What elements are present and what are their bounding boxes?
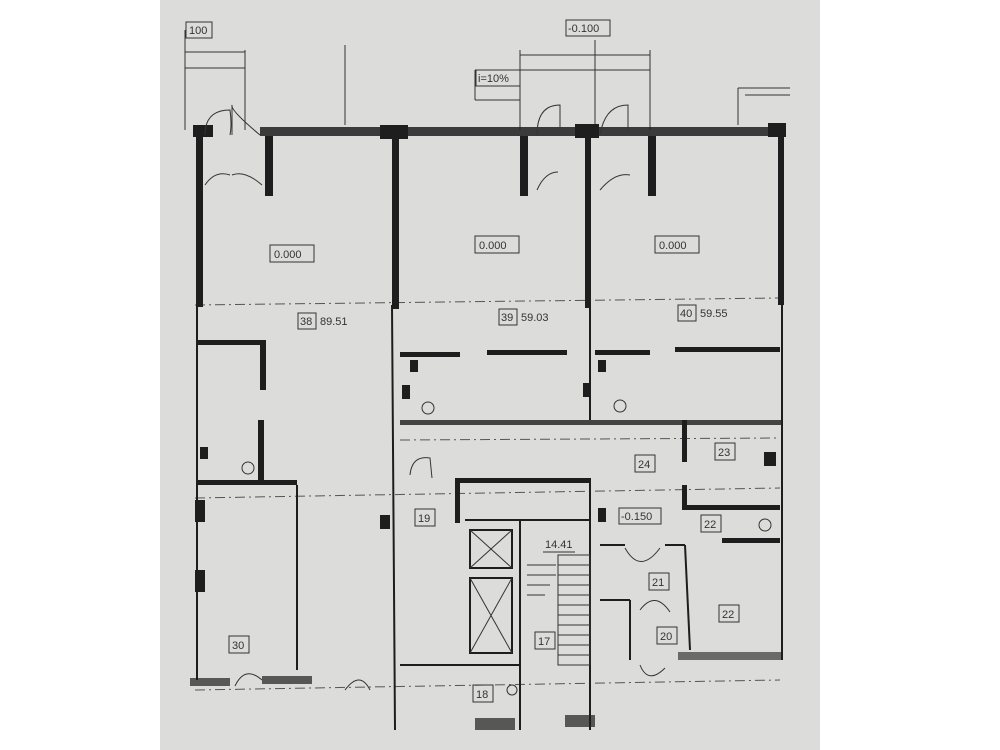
room-30: 30 <box>232 640 244 652</box>
unit-38-number: 38 <box>300 316 312 328</box>
room-24: 24 <box>638 459 650 471</box>
room-20: 20 <box>660 631 672 643</box>
slope-mark: i=10% <box>478 73 509 85</box>
room-numbers: 24 23 19 22 21 22 20 17 18 30 <box>228 442 740 703</box>
room-19: 19 <box>418 513 430 525</box>
floor-plan-sheet <box>160 0 820 750</box>
unit-40-level: 0.000 <box>659 240 687 252</box>
elevator-shafts <box>469 529 513 654</box>
unit-39-level: 0.000 <box>479 240 507 252</box>
room-22: 22 <box>722 609 734 621</box>
room-17: 17 <box>538 636 550 648</box>
stair <box>527 554 591 666</box>
plumbing-fixtures <box>200 360 772 696</box>
level-marks: 100 -0.100 i=10% -0.150 14.41 <box>185 19 662 553</box>
doors <box>204 104 671 691</box>
level-corridor: -0.150 <box>621 511 652 523</box>
unit-labels: 0.000 0.000 0.000 38 89.51 39 59.03 40 5… <box>269 235 728 330</box>
level-top-center: -0.100 <box>568 23 599 35</box>
unit-40-area: 59.55 <box>700 308 728 320</box>
room-18: 18 <box>476 689 488 701</box>
unit-39-number: 39 <box>501 312 513 324</box>
walls <box>190 123 786 731</box>
level-stair: 14.41 <box>545 539 573 551</box>
unit-38-level: 0.000 <box>274 249 302 261</box>
unit-40-number: 40 <box>680 308 692 320</box>
level-top-left: 100 <box>189 25 207 37</box>
room-23: 23 <box>718 447 730 459</box>
unit-38-area: 89.51 <box>320 316 348 328</box>
room-21: 21 <box>652 577 664 589</box>
dimension-lines <box>184 30 790 691</box>
room-22-wc: 22 <box>704 519 716 531</box>
unit-39-area: 59.03 <box>521 312 549 324</box>
